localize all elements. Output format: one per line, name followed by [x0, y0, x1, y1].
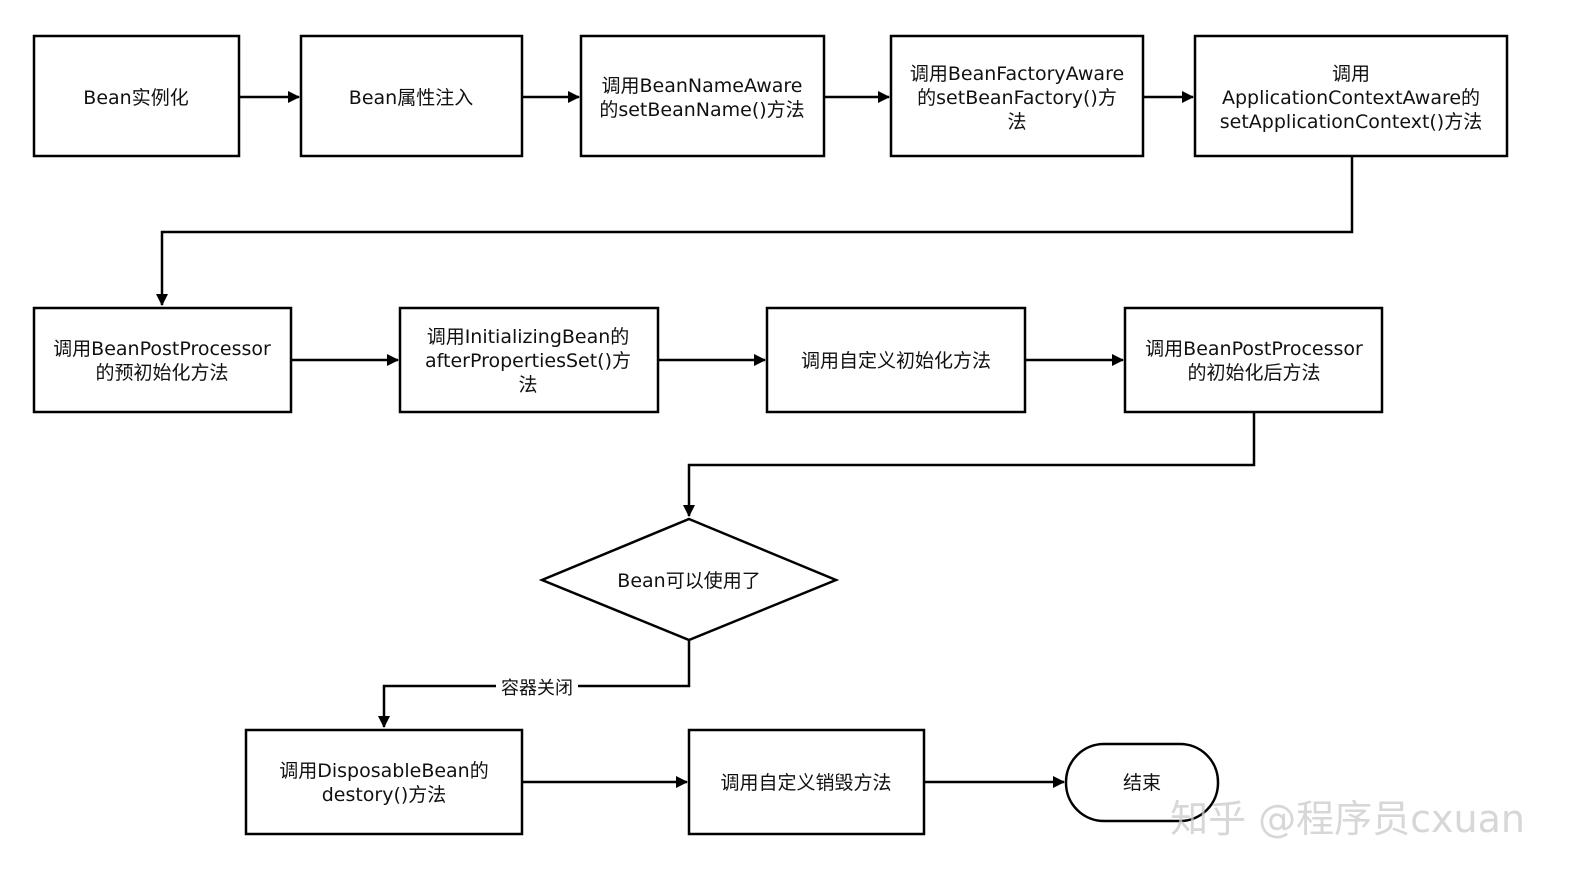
node-text-12: 调用自定义销毁方法: [720, 772, 891, 794]
connectors: [156, 91, 1354, 788]
node-text-1: Bean实例化: [83, 87, 188, 109]
edge-label-container-close: 容器关闭: [496, 674, 578, 699]
node-app-context-aware: [1193, 34, 1509, 158]
node-post-processor-after: [1123, 306, 1384, 414]
node-text-line: Bean实例化: [83, 87, 188, 109]
edge-label-text: 容器关闭: [501, 678, 573, 699]
node-initializing-bean: [398, 306, 660, 414]
node-text-line: ApplicationContextAware的: [1222, 87, 1480, 109]
node-text-line: 法: [1007, 111, 1026, 133]
node-text-8: 调用自定义初始化方法: [801, 350, 991, 372]
node-text-line: 调用自定义初始化方法: [801, 350, 991, 372]
node-bean-ready-decision: [538, 517, 840, 642]
node-text-line: 结束: [1123, 772, 1161, 794]
node-text-line: Bean属性注入: [349, 87, 473, 109]
edge-9-10: [683, 413, 1256, 517]
node-bean-property-inject: [299, 34, 524, 158]
node-text-line: 的初始化后方法: [1187, 362, 1320, 384]
node-text-line: setApplicationContext()方法: [1220, 111, 1482, 133]
node-post-processor-before: [32, 306, 293, 414]
node-text-line: 调用自定义销毁方法: [720, 772, 891, 794]
node-text-line: 法: [518, 374, 537, 396]
node-text-10: Bean可以使用了: [617, 570, 760, 592]
node-text-line: 的setBeanName()方法: [599, 99, 804, 121]
node-text-line: 调用: [1332, 63, 1370, 85]
node-text-line: afterPropertiesSet()方: [425, 350, 631, 372]
node-bean-instantiate: [32, 34, 241, 158]
node-text-line: 调用InitializingBean的: [427, 326, 630, 348]
node-text-line: 调用BeanPostProcessor: [53, 338, 271, 360]
node-text-line: 调用DisposableBean的: [279, 760, 488, 782]
node-text-13: 结束: [1123, 772, 1161, 794]
node-text-line: 的预初始化方法: [95, 362, 228, 384]
node-end: [1064, 742, 1220, 823]
node-text-line: 的setBeanFactory()方: [917, 87, 1117, 109]
watermark-text: 知乎 @程序员cxuan: [1170, 797, 1525, 841]
edge-5-6: [156, 157, 1354, 306]
node-text-2: Bean属性注入: [349, 87, 473, 109]
node-custom-destroy: [687, 728, 926, 836]
node-bean-factory-aware: [889, 34, 1145, 158]
node-text-line: 调用BeanPostProcessor: [1145, 338, 1363, 360]
node-text-line: destory()方法: [322, 784, 447, 806]
node-text-line: Bean可以使用了: [617, 570, 760, 592]
node-text-line: 调用BeanFactoryAware: [910, 63, 1124, 85]
node-bean-name-aware: [579, 34, 826, 158]
node-text-line: 调用BeanNameAware: [602, 75, 803, 97]
node-disposable-bean: [244, 728, 524, 836]
node-custom-init: [765, 306, 1027, 414]
